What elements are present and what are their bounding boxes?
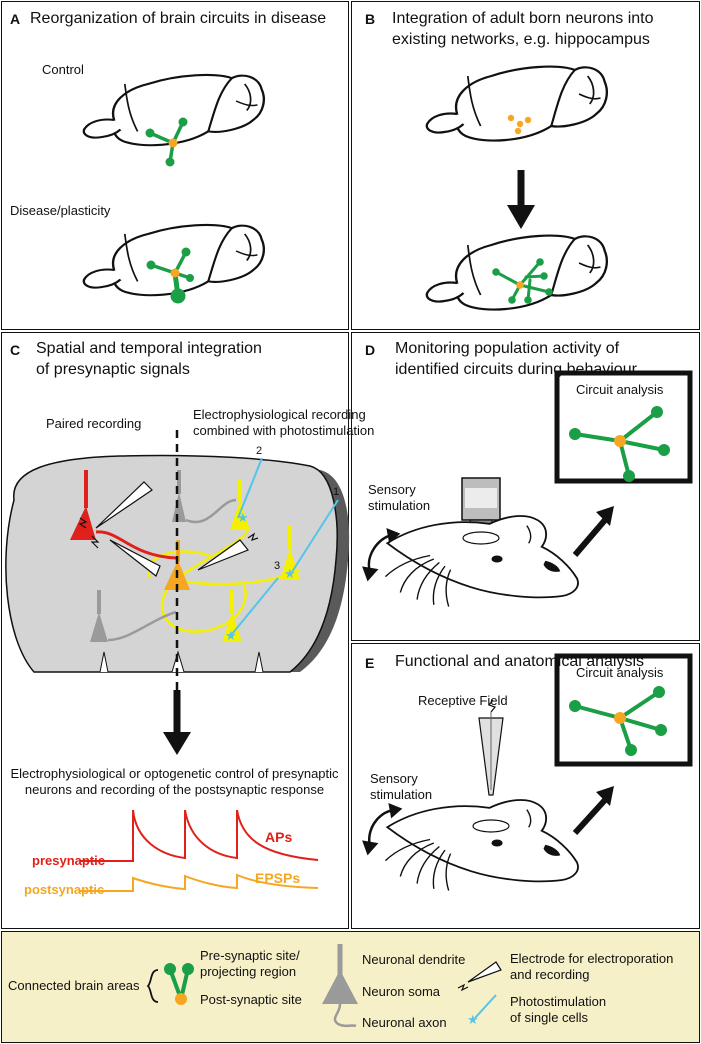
mouse-head-d xyxy=(384,515,579,608)
stimulation-arrow-e xyxy=(362,803,403,856)
panel-a-label: A xyxy=(10,11,21,27)
circuit-disease xyxy=(146,247,194,304)
panel-a-title: Reorganization of brain circuits in dise… xyxy=(30,10,327,27)
label-circuit-analysis-e: Circuit analysis xyxy=(576,665,664,680)
label-spot-3: 3 xyxy=(274,560,281,572)
panel-c-title-1: Spatial and temporal integration xyxy=(36,340,262,357)
label-sensory-d-1: Sensory xyxy=(368,482,416,497)
legend-connection-icon xyxy=(164,963,194,1005)
panel-e-label: E xyxy=(365,655,375,671)
arrow-to-circuit-e xyxy=(572,786,614,836)
brain-outline-after xyxy=(425,234,609,311)
legend-electrode-2: and recording xyxy=(510,967,590,982)
label-receptive-field: Receptive Field xyxy=(418,693,508,708)
legend-photostim-icon: ★ xyxy=(467,994,497,1027)
stimulation-arrow-d xyxy=(362,528,401,582)
panel-d-label: D xyxy=(365,342,376,358)
label-sensory-e-1: Sensory xyxy=(370,771,418,786)
epsp-trace xyxy=(80,873,319,892)
label-ephys-1: Electrophysiological recording xyxy=(193,407,366,422)
label-paired-recording: Paired recording xyxy=(46,416,142,431)
label-control-1: Electrophysiological or optogenetic cont… xyxy=(10,766,339,781)
yellow-presynaptic-neurons xyxy=(222,480,300,642)
brain-outline-disease xyxy=(82,223,266,297)
recording-pipette-e xyxy=(478,699,504,796)
label-ephys-2: combined with photostimulation xyxy=(193,423,375,438)
panel-e-title: Functional and anatomical analysis xyxy=(395,653,645,670)
arrow-to-circuit-d xyxy=(572,506,614,557)
legend-photo-1: Photostimulation xyxy=(510,994,607,1009)
panel-b-title-1: Integration of adult born neurons into xyxy=(392,10,654,27)
label-epsps: EPSPs xyxy=(255,870,301,886)
legend-photo-2: of single cells xyxy=(510,1010,589,1025)
legend-soma: Neuron soma xyxy=(362,984,441,999)
label-sensory-e-2: stimulation xyxy=(370,787,433,802)
legend-electrode-1: Electrode for electroporation xyxy=(510,951,674,966)
cranial-window-d xyxy=(462,531,500,545)
legend-brace xyxy=(146,969,159,1003)
svg-text:★: ★ xyxy=(284,566,296,581)
panel-c-label: C xyxy=(10,342,21,358)
label-circuit-analysis-d: Circuit analysis xyxy=(576,382,664,397)
label-presynaptic: presynaptic xyxy=(32,853,105,868)
new-neurons-dots xyxy=(507,114,532,135)
circuit-diagram-e xyxy=(569,686,667,756)
legend-presyn-2: projecting region xyxy=(200,964,297,979)
panel-d-title-1: Monitoring population activity of xyxy=(395,340,620,357)
label-postsynaptic: postsynaptic xyxy=(24,882,105,897)
panel-b-label: B xyxy=(365,11,376,27)
panel-b-title-2: existing networks, e.g. hippocampus xyxy=(392,31,650,48)
label-sensory-d-2: stimulation xyxy=(368,498,431,513)
svg-text:★: ★ xyxy=(467,1012,479,1027)
legend-postsyn: Post-synaptic site xyxy=(200,992,302,1007)
brain-outline-control xyxy=(82,73,266,147)
panel-c-title-2: of presynaptic signals xyxy=(36,361,190,378)
legend-presyn-1: Pre-synaptic site/ xyxy=(200,948,300,963)
legend-connected: Connected brain areas xyxy=(8,978,140,993)
label-aps: APs xyxy=(265,829,293,845)
circuit-control xyxy=(145,117,188,167)
circuit-integrated xyxy=(492,258,553,304)
gray-neurons xyxy=(90,470,237,642)
ap-trace xyxy=(80,809,319,862)
label-disease: Disease/plasticity xyxy=(10,203,111,218)
photostimulation-beams: ★ ★ ★ xyxy=(225,457,339,643)
legend-axon: Neuronal axon xyxy=(362,1015,447,1030)
cranial-window-e xyxy=(472,819,510,833)
circuit-diagram-d xyxy=(569,406,670,482)
svg-text:★: ★ xyxy=(237,510,249,525)
arrow-down-b xyxy=(507,170,535,229)
legend-dendrite: Neuronal dendrite xyxy=(362,952,466,967)
panel-d-title-2: identified circuits during behaviour xyxy=(395,361,637,378)
label-control-2: neurons and recording of the postsynapti… xyxy=(24,782,325,797)
arrow-down-c xyxy=(163,690,191,755)
label-spot-2: 2 xyxy=(256,445,263,457)
label-spot-1: 1 xyxy=(333,486,340,498)
svg-text:★: ★ xyxy=(225,628,237,643)
legend-neuron-icon xyxy=(322,944,358,1028)
legend-electrode-icon xyxy=(457,961,502,992)
electrodes xyxy=(78,481,259,577)
label-control: Control xyxy=(42,62,84,77)
mouse-head-e xyxy=(384,799,579,892)
circuit-box-d xyxy=(554,370,693,484)
